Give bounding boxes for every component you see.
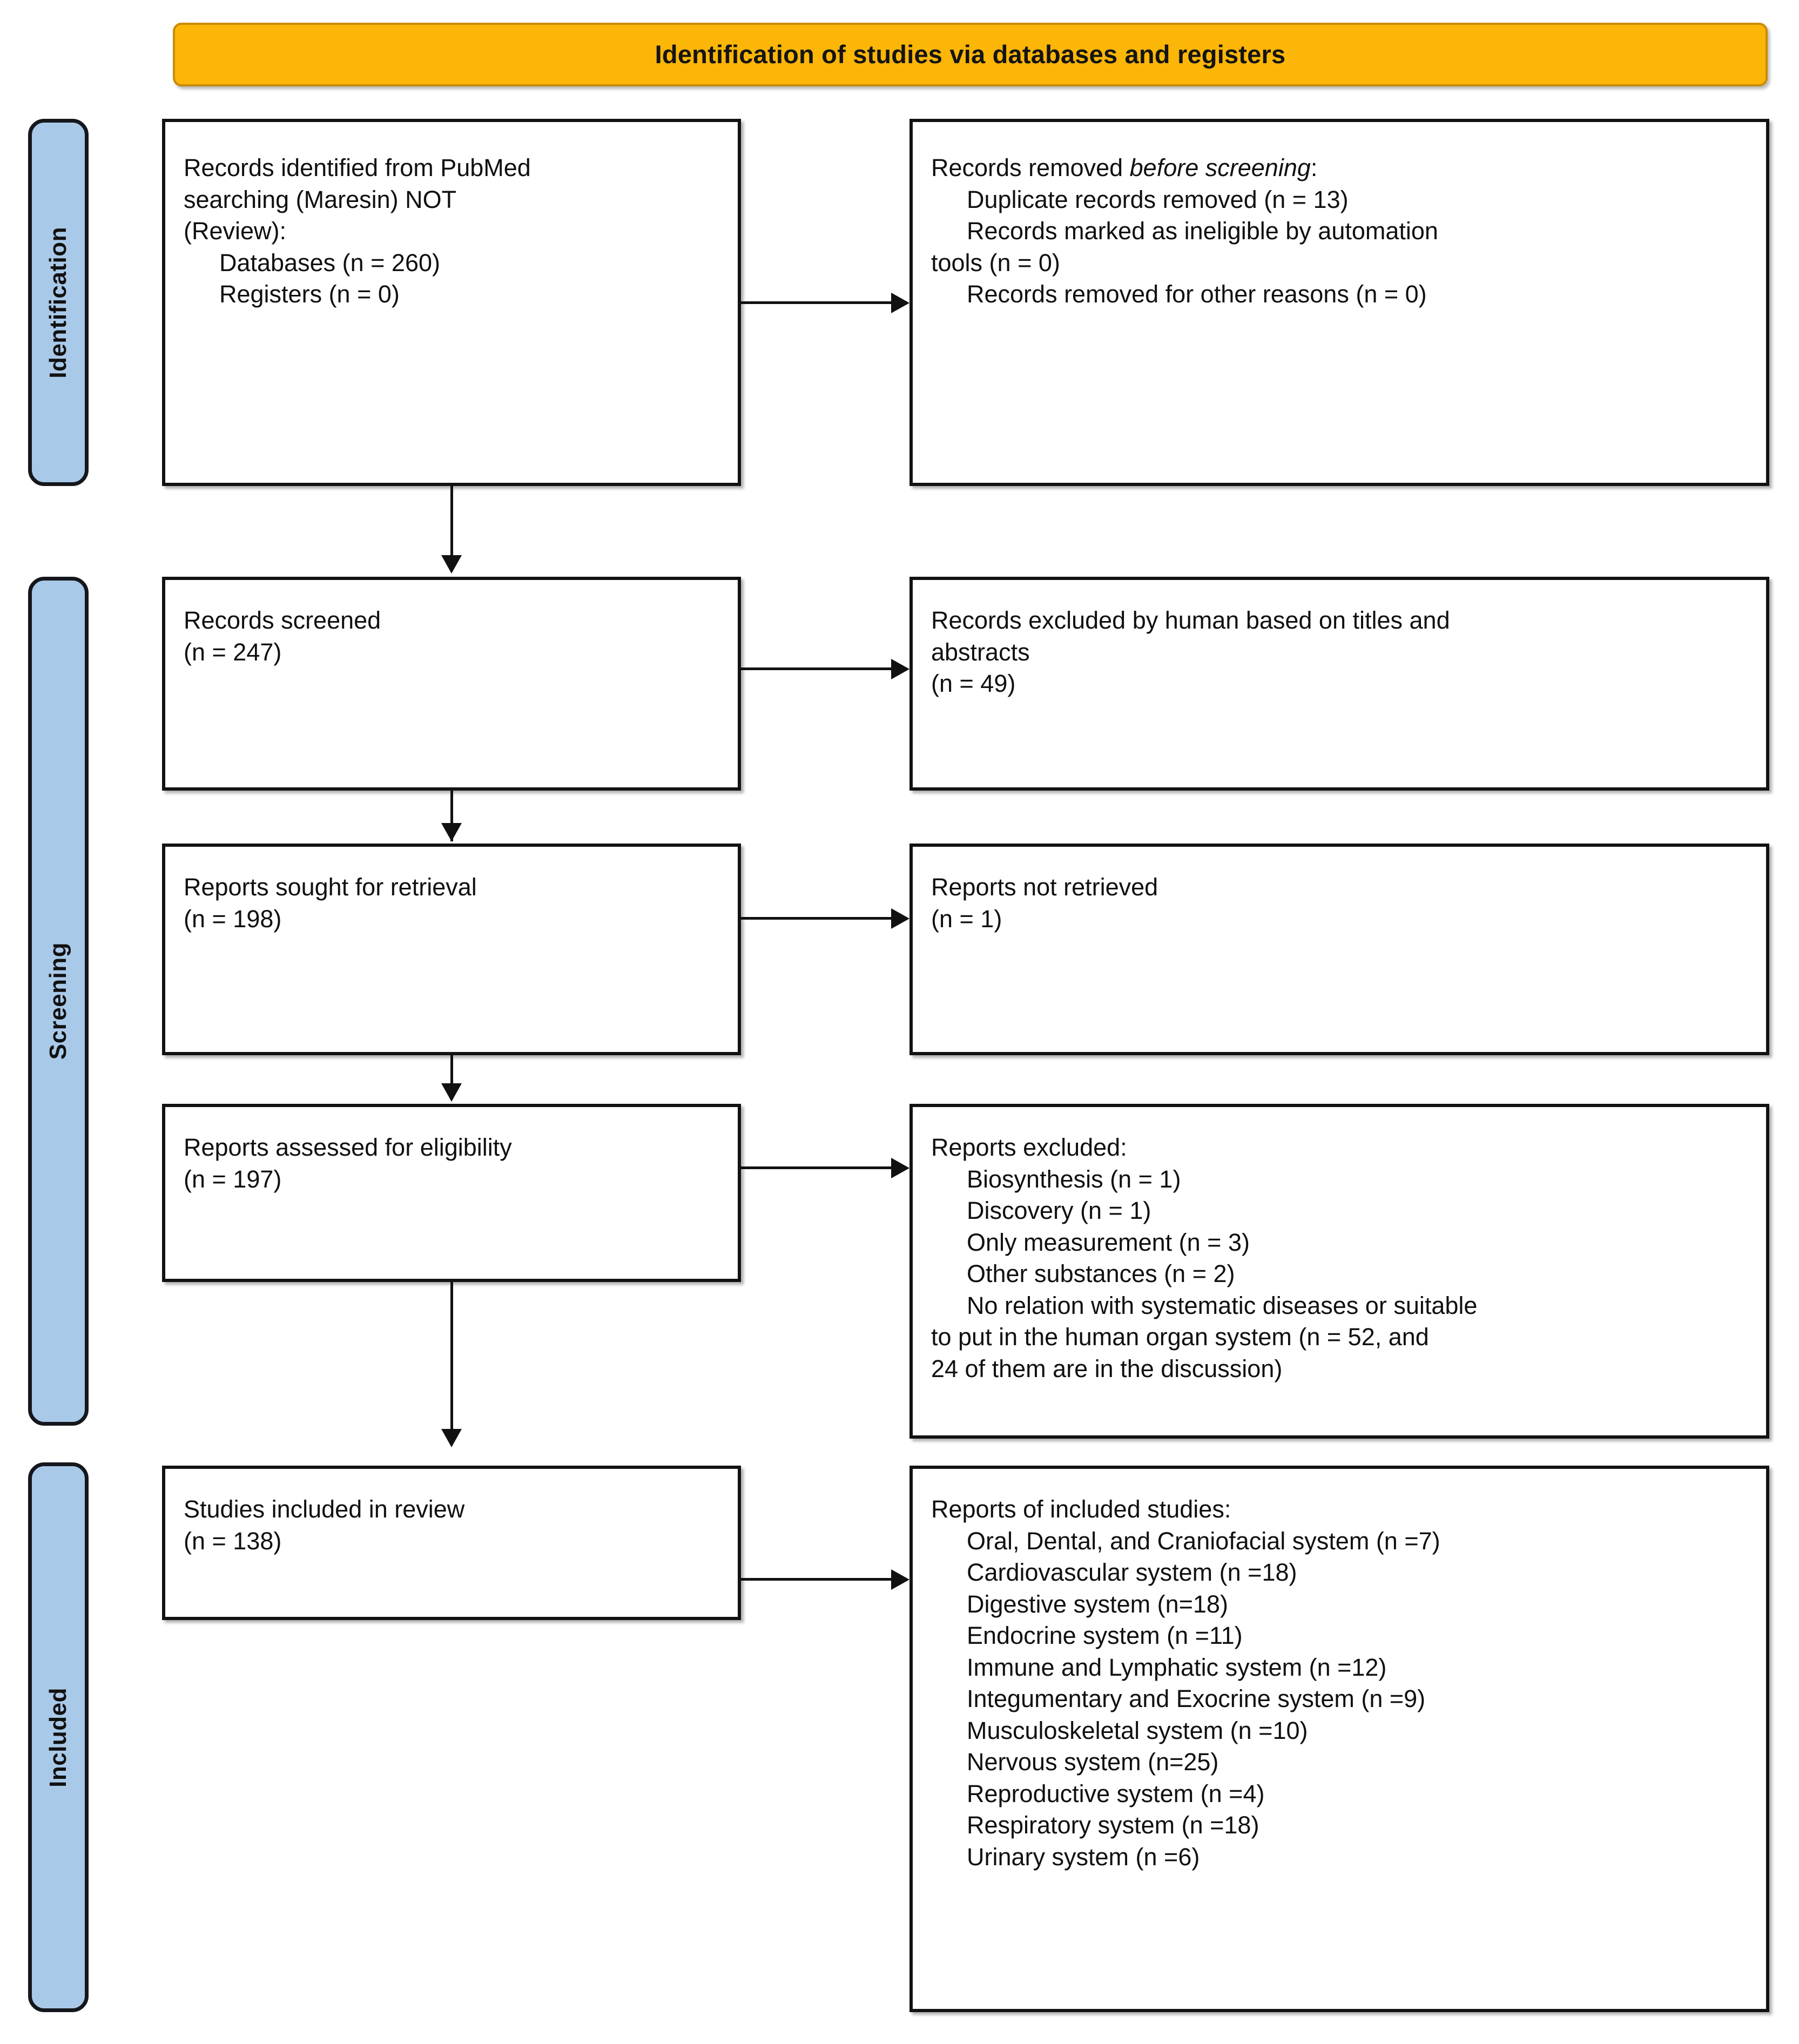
text-line: Reports sought for retrieval [184,873,477,901]
stage-tab-identification: Identification [28,119,89,486]
text-line: Records identified from PubMed [184,154,531,181]
arrowhead-studies-included-to-reports [891,1569,909,1590]
text-line-heading: Records removed before screening: [931,152,1748,184]
text-line: Studies included in review [184,1495,465,1523]
text-line: Reports not retrieved [931,873,1158,901]
list-item: Nervous system (n=25) [967,1748,1219,1776]
text-line: Reports excluded: [931,1134,1127,1161]
stage-label-screening: Screening [45,942,71,1060]
text-line: (n = 49) [931,670,1016,697]
box-reports-of-included-studies-body: Reports of included studies: Oral, Denta… [913,1469,1766,1884]
connector-screened-to-excluded [741,667,891,670]
box-reports-excluded-body: Reports excluded: Biosynthesis (n = 1) D… [913,1107,1766,1395]
arrowhead-identified-to-removed [891,293,909,313]
list-item: Integumentary and Exocrine system (n =9) [967,1685,1426,1712]
text-line: Records screened [184,606,381,634]
list-item: Musculoskeletal system (n =10) [967,1716,1308,1744]
text-line: (Review): [184,217,287,245]
connector-identified-to-screened [450,486,453,556]
arrowhead-screened-to-sought [441,823,462,841]
list-item: Oral, Dental, and Craniofacial system (n… [967,1527,1440,1555]
list-item: Respiratory system (n =18) [967,1811,1259,1839]
connector-eligibility-to-studies-included [450,1282,453,1433]
connector-screened-to-sought [450,791,453,841]
connector-studies-included-to-reports [741,1578,891,1581]
connector-identified-to-removed [741,301,891,304]
text-line: (n = 197) [184,1165,282,1193]
list-item: Cardiovascular system (n =18) [967,1559,1297,1586]
box-reports-excluded: Reports excluded: Biosynthesis (n = 1) D… [909,1104,1769,1439]
list-item: Urinary system (n =6) [967,1843,1200,1871]
stage-tab-included: Included [28,1462,89,2012]
text-line: tools (n = 0) [931,248,1060,276]
stage-tab-screening: Screening [28,577,89,1426]
box-reports-sought-body: Reports sought for retrieval (n = 198) [165,847,738,946]
diagram-title: Identification of studies via databases … [655,40,1286,69]
box-records-excluded-body: Records excluded by human based on title… [913,580,1766,711]
box-reports-of-included-studies: Reports of included studies: Oral, Denta… [909,1466,1769,2012]
connector-sought-to-not-retrieved [741,917,891,920]
text-line: Biosynthesis (n = 1) [967,1165,1181,1193]
box-reports-assessed-body: Reports assessed for eligibility (n = 19… [165,1107,738,1206]
text-line: Records removed for other reasons (n = 0… [967,280,1427,308]
connector-sought-to-eligibility [450,1055,453,1099]
heading-suffix: : [1310,154,1318,181]
diagram-title-banner: Identification of studies via databases … [173,23,1768,86]
text-line: Discovery (n = 1) [967,1197,1151,1224]
text-line: searching (Maresin) NOT [184,185,457,213]
text-line: 24 of them are in the discussion) [931,1354,1283,1382]
stage-label-included: Included [45,1687,71,1787]
arrowhead-identified-to-screened [441,555,462,574]
text-line: abstracts [931,638,1030,666]
arrowhead-sought-to-eligibility [441,1083,462,1102]
box-studies-included-body: Studies included in review (n = 138) [165,1469,738,1568]
box-studies-included-in-review: Studies included in review (n = 138) [162,1466,741,1620]
box-records-screened-body: Records screened (n = 247) [165,580,738,679]
text-line: Duplicate records removed (n = 13) [967,185,1349,213]
box-records-identified: Records identified from PubMed searching… [162,119,741,486]
heading-italic: before screening [1129,154,1311,181]
text-line: (n = 138) [184,1527,282,1555]
text-line: Other substances (n = 2) [967,1260,1235,1287]
arrowhead-sought-to-not-retrieved [891,908,909,929]
box-reports-sought-for-retrieval: Reports sought for retrieval (n = 198) [162,844,741,1055]
box-reports-not-retrieved-body: Reports not retrieved (n = 1) [913,847,1766,946]
connector-eligibility-to-reports-excluded [741,1166,891,1169]
box-records-removed-before-screening: Records removed before screening: Duplic… [909,119,1769,486]
text-line: to put in the human organ system (n = 52… [931,1323,1429,1351]
text-line: No relation with systematic diseases or … [967,1291,1478,1319]
text-line: Reports of included studies: [931,1495,1231,1523]
text-line: Registers (n = 0) [219,280,400,308]
box-reports-assessed-for-eligibility: Reports assessed for eligibility (n = 19… [162,1104,741,1282]
text-line: Databases (n = 260) [219,248,440,276]
stage-label-identification: Identification [45,226,71,379]
list-item: Digestive system (n=18) [967,1590,1228,1618]
heading-prefix: Records removed [931,154,1130,181]
list-item: Reproductive system (n =4) [967,1779,1265,1807]
box-records-excluded-by-human: Records excluded by human based on title… [909,577,1769,791]
text-line: Records excluded by human based on title… [931,606,1450,634]
text-line: (n = 1) [931,905,1002,933]
box-records-removed-body: Records removed before screening: Duplic… [913,122,1766,321]
text-line: Only measurement (n = 3) [967,1228,1250,1256]
list-item: Endocrine system (n =11) [967,1622,1243,1649]
text-line: Records marked as ineligible by automati… [967,217,1438,245]
text-line: (n = 247) [184,638,282,666]
text-line: (n = 198) [184,905,282,933]
text-line: Reports assessed for eligibility [184,1134,512,1161]
box-reports-not-retrieved: Reports not retrieved (n = 1) [909,844,1769,1055]
arrowhead-screened-to-excluded [891,659,909,679]
box-records-screened: Records screened (n = 247) [162,577,741,791]
box-records-identified-body: Records identified from PubMed searching… [165,122,738,321]
arrowhead-eligibility-to-studies-included [441,1429,462,1447]
list-item: Immune and Lymphatic system (n =12) [967,1653,1387,1681]
arrowhead-eligibility-to-reports-excluded [891,1158,909,1178]
